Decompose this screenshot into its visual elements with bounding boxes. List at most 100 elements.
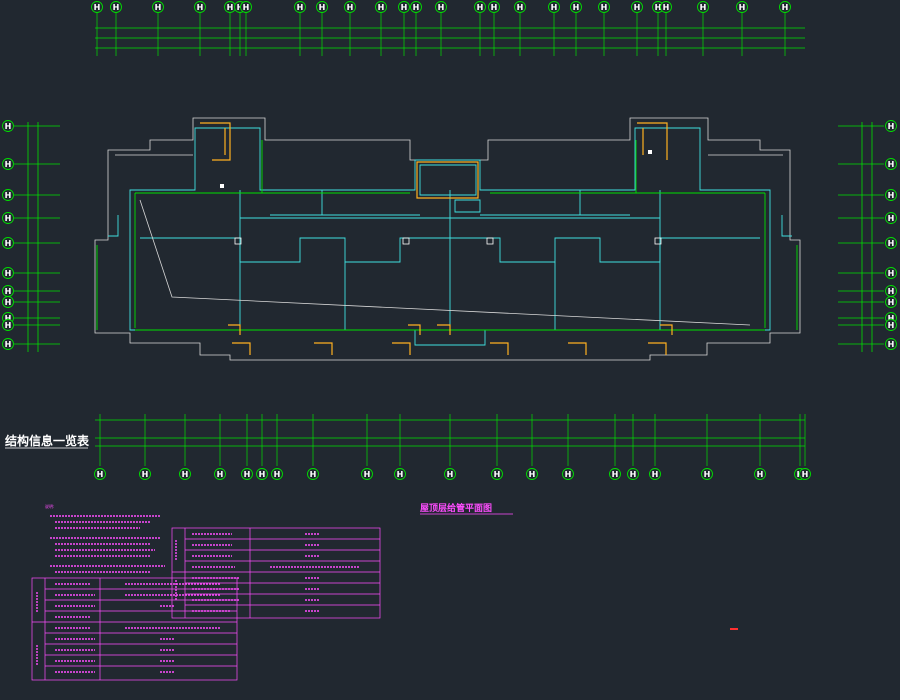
bottom-grid-bubble-label: H (274, 470, 281, 479)
right-grid-bubble-label: H (888, 321, 895, 330)
scale-mark (730, 628, 738, 630)
top-grid-bubble-label: H (243, 3, 250, 12)
right-grid-bubble-label: H (888, 191, 895, 200)
top-grid-bubble (91, 1, 103, 13)
top-grid-bubble (660, 1, 672, 13)
top-grid-bubble-label: H (113, 3, 120, 12)
bottom-grid-bubble (361, 468, 373, 480)
bottom-grid-bubble-label: H (630, 470, 637, 479)
bottom-grid-bubble-label: H (529, 470, 536, 479)
left-grid-bubble-label: H (5, 160, 12, 169)
left-grid-bubble (2, 267, 14, 279)
top-grid-bubble-label: H (573, 3, 580, 12)
top-grid-bubble (736, 1, 748, 13)
top-grid-bubble (548, 1, 560, 13)
left-grid-bubble-label: H (5, 191, 12, 200)
top-grid-bubble-label: H (227, 3, 234, 12)
right-grid-bubble-label: H (888, 287, 895, 296)
top-grid-bubble-label: H (634, 3, 641, 12)
top-grid-bubble-label: H (413, 3, 420, 12)
right-grid-bubble-label: H (888, 269, 895, 278)
left-grid-bubble-label: H (5, 321, 12, 330)
floor-drain-markers (220, 150, 662, 245)
bottom-grid-bubble (701, 468, 713, 480)
right-grid-bubble-label: H (888, 239, 895, 248)
right-grid-bubble-label: H (888, 160, 895, 169)
left-grid-bubble (2, 237, 14, 249)
left-grid-bubble (2, 189, 14, 201)
left-grid-bubble-label: H (5, 287, 12, 296)
top-grid-bubble-label: H (491, 3, 498, 12)
bottom-grid-bubble-label: H (364, 470, 371, 479)
top-grid-bubble-label: H (517, 3, 524, 12)
right-grid-bubble-label: H (888, 314, 895, 323)
bottom-grid-bubble-label: H (652, 470, 659, 479)
top-grid-bubble (570, 1, 582, 13)
bottom-grid-bubble (241, 468, 253, 480)
left-grid-bubble (2, 296, 14, 308)
notes-text-lines (50, 515, 165, 573)
bottom-grid-bubble-label: H (217, 470, 224, 479)
left-grid-bubble-label: H (5, 214, 12, 223)
left-grid-bubble-label: H (5, 314, 12, 323)
bottom-grid-bubble (307, 468, 319, 480)
design-parameter-table-text (175, 533, 360, 612)
stair-and-shaft-markings (200, 122, 673, 355)
bottom-grid-bubble (394, 468, 406, 480)
bottom-grid-bubble-label: H (97, 470, 104, 479)
bottom-grid-bubble (179, 468, 191, 480)
bottom-grid-bubble-label: H (259, 470, 266, 479)
left-grid-bubble-label: H (5, 340, 12, 349)
top-grid-bubble (631, 1, 643, 13)
right-grid-bubble (885, 212, 897, 224)
bottom-grid-bubble-label: H (802, 470, 809, 479)
top-grid-bubble (435, 1, 447, 13)
top-grid-bubble-label: H (655, 3, 662, 12)
top-grid-bubble (316, 1, 328, 13)
bottom-grid-bubble-label: H (494, 470, 501, 479)
building-outer-wall (94, 117, 801, 361)
left-grid-bubble (2, 212, 14, 224)
bottom-grid-bubble (139, 468, 151, 480)
bottom-grid-bubble (94, 468, 106, 480)
top-grid-bubble (398, 1, 410, 13)
top-grid-bubble (110, 1, 122, 13)
right-grid-bubble (885, 189, 897, 201)
right-grid-bubble-label: H (888, 340, 895, 349)
top-grid-bubble-label: H (438, 3, 445, 12)
bottom-grid-bubble (444, 468, 456, 480)
bottom-grid-bubble (562, 468, 574, 480)
top-grid-bubble-label: H (297, 3, 304, 12)
right-grid-bubble-label: H (888, 298, 895, 307)
top-grid-bubble (474, 1, 486, 13)
left-grid-bubble (2, 338, 14, 350)
notes-heading: 说明: (45, 503, 54, 509)
left-grid-bubble-label: H (5, 239, 12, 248)
bottom-grid-bubble-label: H (447, 470, 454, 479)
bottom-grid-bubble (649, 468, 661, 480)
left-grid-bubble-label: H (5, 122, 12, 131)
drainage-pipes (96, 140, 798, 331)
right-grid-bubble (885, 319, 897, 331)
bottom-grid-bubble (526, 468, 538, 480)
bottom-grid-bubble-label: H (757, 470, 764, 479)
top-grid-bubble-label: H (663, 3, 670, 12)
top-grid-bubble (488, 1, 500, 13)
top-grid-bubble-label: H (347, 3, 354, 12)
right-grid-bubble (885, 296, 897, 308)
bottom-grid-bubble-label: H (397, 470, 404, 479)
top-grid-bubble-label: H (319, 3, 326, 12)
bottom-grid-bubble (271, 468, 283, 480)
structure-info-table-text (36, 583, 220, 673)
bottom-grid-bubble-label: H (182, 470, 189, 479)
pipe-routing (139, 199, 751, 326)
top-grid-bubble (294, 1, 306, 13)
top-grid-bubble (194, 1, 206, 13)
bottom-grid-bubble (491, 468, 503, 480)
top-grid-bubble (410, 1, 422, 13)
top-grid-bubble (514, 1, 526, 13)
